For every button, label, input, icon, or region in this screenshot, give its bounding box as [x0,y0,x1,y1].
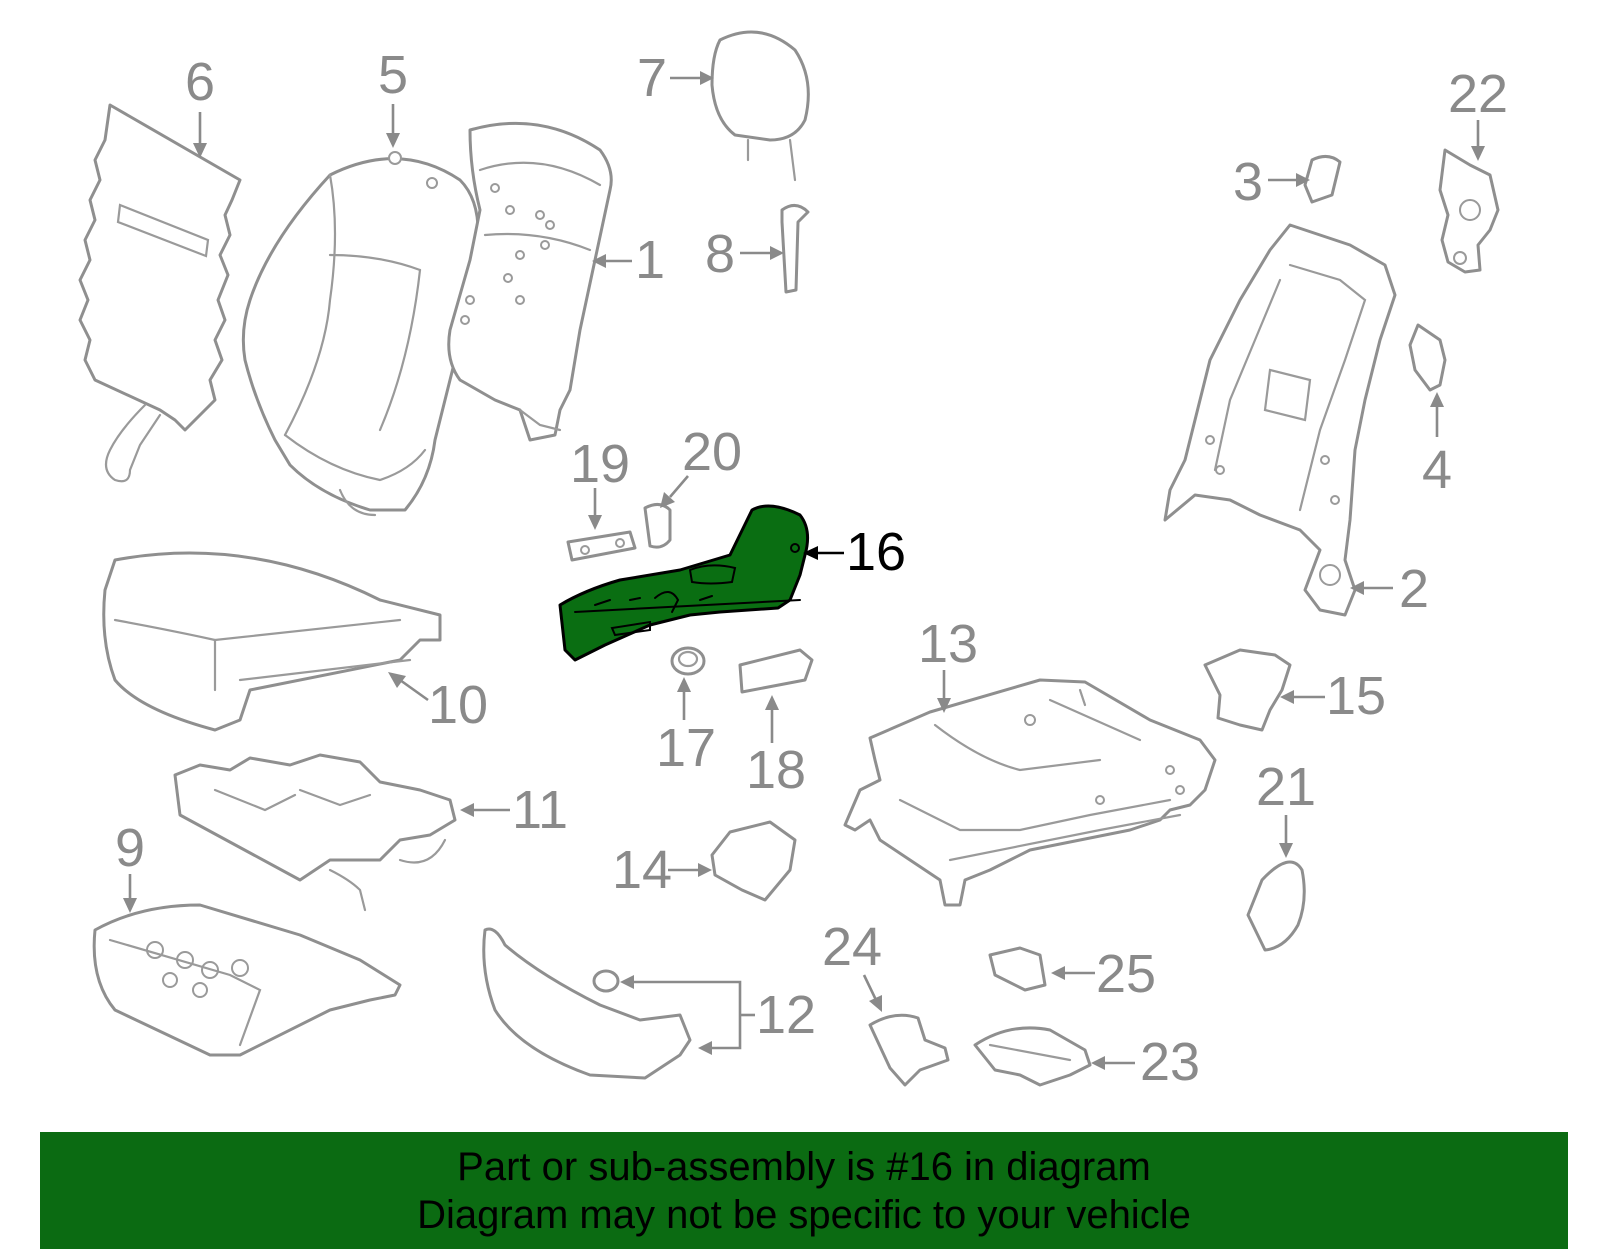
part-15-bracket[interactable] [1203,648,1292,732]
part-18-switch[interactable] [738,648,814,694]
banner-line-part: Part or sub-assembly is #16 in diagram [457,1144,1151,1189]
callout-21: 21 [1256,757,1316,817]
callout-7: 7 [637,48,667,108]
part-3-clip[interactable] [1303,155,1342,204]
callout-15: 15 [1326,666,1386,726]
callout-14: 14 [612,840,672,900]
part-11-heater-mat[interactable] [173,753,457,912]
callout-leaders [123,71,1485,1070]
part-8-headrest-guide[interactable] [780,204,810,294]
callout-1: 1 [635,230,665,290]
callout-6: 6 [185,52,215,112]
callout-4: 4 [1422,440,1452,500]
callout-22: 22 [1448,64,1508,124]
info-banner: Part or sub-assembly is #16 in diagram D… [40,1132,1568,1249]
callout-12: 12 [756,985,816,1045]
callout-23: 23 [1140,1032,1200,1092]
callout-labels: 6 5 7 8 1 3 22 4 2 19 20 16 17 18 10 11 … [115,45,1508,1092]
callout-5: 5 [378,45,408,105]
callout-10: 10 [428,675,488,735]
callout-16: 16 [846,522,906,582]
callout-17: 17 [656,718,716,778]
part-7-headrest[interactable] [710,30,810,182]
part-1-seatback-board[interactable] [447,121,613,442]
part-13-seat-adjuster[interactable] [843,678,1217,907]
callout-3: 3 [1233,152,1263,212]
callout-13: 13 [918,614,978,674]
part-12-side-garnish[interactable] [482,927,692,1080]
part-22-recliner-cover[interactable] [1438,148,1500,274]
part-4-bracket[interactable] [1408,323,1447,392]
part-9-cushion-pad[interactable] [92,903,402,1057]
part-2-seatback-frame[interactable] [1163,223,1397,617]
callout-25: 25 [1096,944,1156,1004]
part-6-seatback-pad[interactable] [78,103,242,483]
part-14-cover[interactable] [710,820,797,902]
parts-diagram: 6 5 7 8 1 3 22 4 2 19 20 16 17 18 10 11 … [78,30,1508,1092]
part-17-knob[interactable] [670,646,706,676]
callout-9: 9 [115,818,145,878]
part-23-switch-base[interactable] [973,1026,1092,1087]
part-20-knob-cover[interactable] [643,503,672,549]
callout-24: 24 [822,917,882,977]
part-10-seat-cushion[interactable] [102,551,442,732]
part-24-cover[interactable] [868,1013,950,1087]
part-21-cover[interactable] [1246,860,1306,952]
part-5-seatback-cover[interactable] [241,151,480,517]
callout-8: 8 [705,224,735,284]
callout-2: 2 [1399,559,1429,619]
part-16-seat-side-shield[interactable] [558,504,810,662]
callout-18: 18 [746,740,806,800]
callout-19: 19 [570,434,630,494]
banner-line-disclaimer: Diagram may not be specific to your vehi… [417,1192,1191,1237]
callout-11: 11 [512,780,568,840]
part-25-clip[interactable] [988,946,1047,992]
part-19-switch-bezel[interactable] [566,530,637,562]
callout-20: 20 [682,422,742,482]
